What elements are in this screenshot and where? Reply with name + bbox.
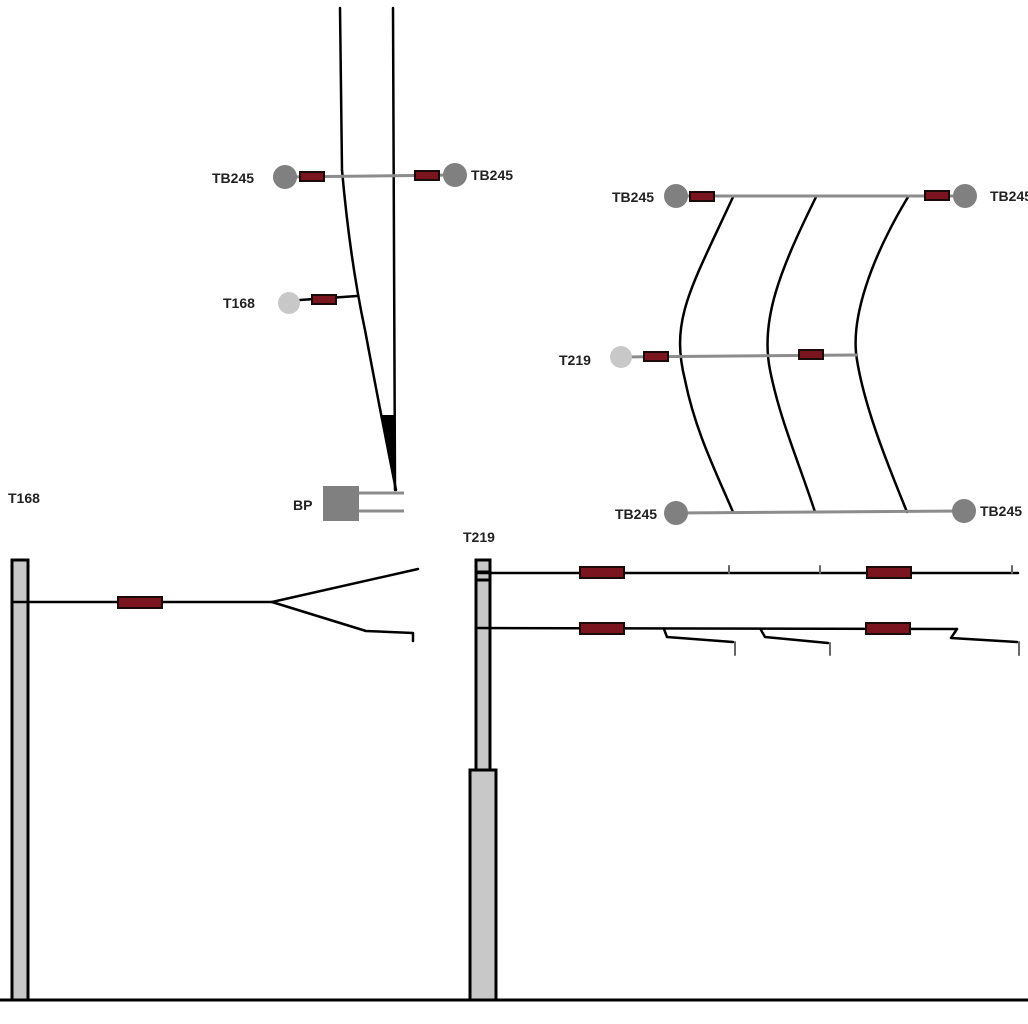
insulator	[579, 622, 625, 635]
insulator	[865, 622, 911, 635]
anchor-t219	[610, 346, 632, 368]
anchor-tb245-bottom-left	[664, 501, 688, 525]
contact-wire	[678, 195, 735, 514]
insulator	[924, 190, 950, 201]
elevation-t168: T168	[8, 490, 420, 1002]
contact-wire-right	[391, 6, 397, 492]
registration-arm	[949, 627, 1019, 644]
label-bp: BP	[293, 497, 312, 513]
registration-arm	[759, 628, 830, 645]
label-tb245: TB245	[612, 189, 654, 205]
cantilever-branch-upper	[270, 567, 420, 604]
span-wire-bottom	[675, 509, 965, 515]
tension-wedge	[380, 415, 395, 478]
anchor-tb245-top-right	[953, 184, 977, 208]
insulator	[798, 349, 824, 360]
insulator	[579, 566, 625, 579]
anchor-tb245-bottom-right	[952, 499, 976, 523]
insulator	[299, 171, 325, 182]
anchor-tb245-right	[443, 163, 467, 187]
contact-wire	[766, 195, 818, 514]
label-tb245: TB245	[980, 503, 1022, 519]
insulator	[866, 566, 912, 579]
label-tb245: TB245	[471, 167, 513, 183]
mast-t219-upper	[474, 558, 492, 772]
anchor-t168	[278, 292, 300, 314]
insulator	[414, 170, 440, 181]
plan-view-t219: TB245 TB245 T219 TB245 TB245	[559, 184, 1028, 525]
label-t219: T219	[463, 529, 495, 545]
insulator	[643, 351, 669, 362]
label-tb245: TB245	[212, 170, 254, 186]
label-t168: T168	[8, 490, 40, 506]
label-t219: T219	[559, 352, 591, 368]
contact-wire	[854, 195, 910, 514]
mast-t168	[10, 558, 30, 1002]
insulator	[689, 191, 715, 202]
label-tb245: TB245	[615, 506, 657, 522]
elevation-t219: T219	[463, 529, 1020, 1002]
insulator	[117, 596, 163, 609]
insulator	[311, 294, 337, 305]
label-t168: T168	[223, 295, 255, 311]
plan-view-t168: TB245 TB245 T168 BP	[212, 6, 513, 521]
contact-wire-left	[338, 6, 344, 172]
mast-t219-base	[468, 768, 498, 1002]
label-tb245: TB245	[990, 188, 1028, 204]
cantilever-branch-lower	[270, 600, 415, 643]
balance-pulley	[323, 486, 359, 521]
anchor-tb245-left	[273, 165, 297, 189]
anchor-tb245-top-left	[664, 184, 688, 208]
registration-arm	[662, 627, 735, 644]
